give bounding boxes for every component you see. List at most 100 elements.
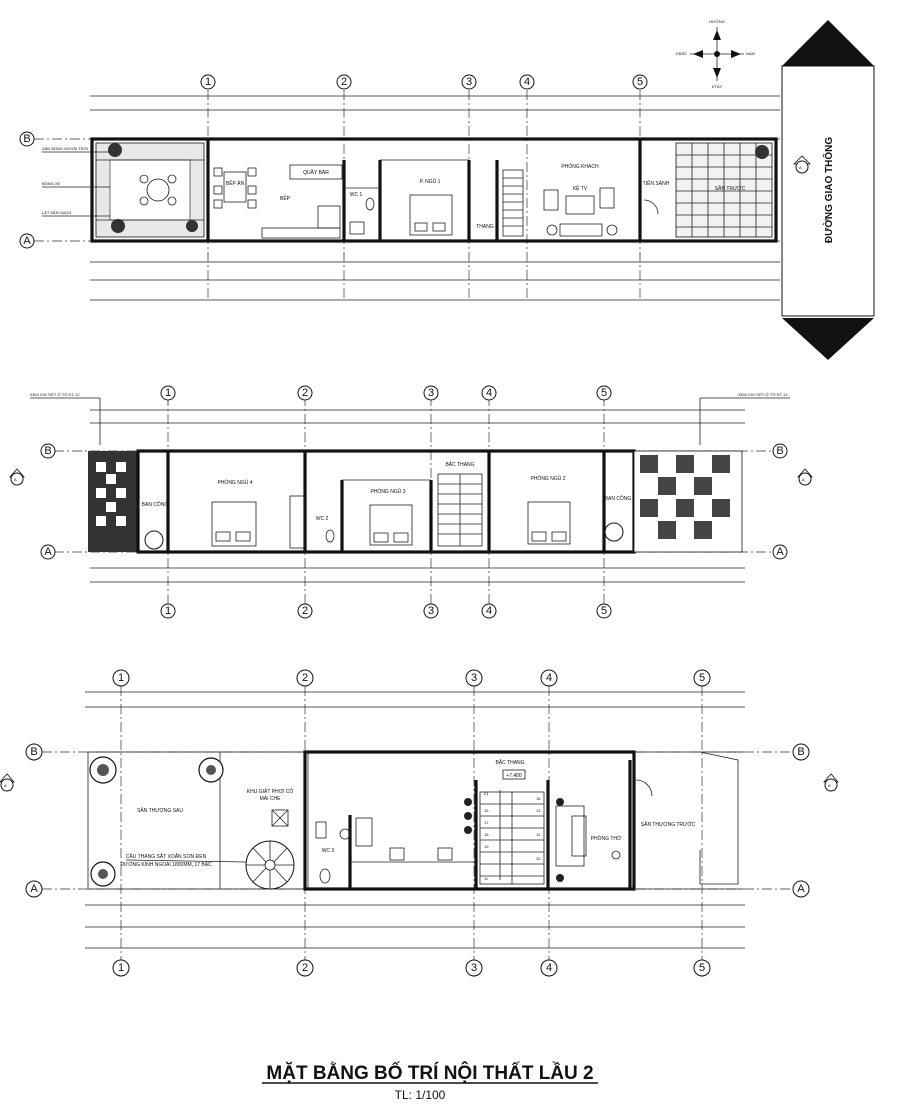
axis-label: 1 [118, 672, 124, 684]
compass-east: NAM [746, 51, 755, 56]
axis-label: 4 [546, 672, 552, 684]
spiral-staircase [245, 840, 295, 890]
axis-letter: A [776, 546, 784, 558]
section-marker: A [828, 783, 831, 788]
axis-label: 3 [471, 962, 477, 974]
step-number: 17 [484, 820, 489, 825]
detail-note: XEM CHI TIẾT Ở TỜ KT-13 [738, 392, 788, 397]
section-marker: A [802, 477, 805, 482]
level-mark: +7.400 [506, 773, 522, 779]
axis-label: 5 [601, 605, 607, 617]
balcony-tiles-right [633, 450, 743, 553]
step-number: 15 [484, 808, 489, 813]
axis-label: 3 [428, 605, 434, 617]
room-label: KỆ TV [573, 184, 588, 192]
room-label: BẬC THANG [495, 759, 524, 766]
room-label: WC 2 [316, 516, 329, 522]
step-number: 18 [484, 832, 489, 837]
axis-label: 4 [486, 605, 492, 617]
balcony-tiles-left [88, 451, 138, 552]
room-label: WC 1 [350, 192, 363, 198]
axis-label: 2 [302, 605, 308, 617]
axis-label: 2 [341, 76, 347, 88]
step-number: 13 [536, 808, 541, 813]
axis-letter: A [23, 235, 31, 247]
step-number: 21 [484, 791, 489, 796]
axis-letter: A [44, 546, 52, 558]
room-label: MÁI CHE [260, 795, 282, 802]
section-marker: A [799, 165, 802, 170]
section-marker: A [4, 783, 7, 788]
room-label: TIỀN SẢNH [643, 180, 670, 187]
axis-label: 5 [699, 962, 705, 974]
axis-letter: B [30, 746, 37, 758]
room-label: PHÒNG NGỦ 2 [530, 475, 565, 482]
room-label: BAN CÔNG [142, 501, 169, 508]
room-label: P. NGỦ 1 [420, 178, 441, 185]
axis-label: 4 [486, 387, 492, 399]
room-label: WC 3 [322, 848, 335, 854]
plan-first-floor: 1 2 3 4 5 1 2 3 4 5 B A B A A A XEM CHI … [9, 385, 813, 619]
axis-label: 2 [302, 672, 308, 684]
axis-label: 3 [428, 387, 434, 399]
front-yard-paving [675, 142, 773, 238]
axis-label: 3 [471, 672, 477, 684]
step-number: 10 [536, 856, 541, 861]
room-label: ĐƯỜNG KÍNH NGOÀI 1800MM, 17 BẬC [120, 861, 212, 868]
room-label: BẾP [280, 195, 291, 202]
detail-note: XEM CHI TIẾT Ở TỜ KT-12 [30, 392, 80, 397]
room-label: SÂN THƯỢNG TRƯỚC [641, 821, 696, 828]
step-number: 19 [484, 844, 489, 849]
room-label: CẦU THANG SẮT XOẮN SƠN ĐEN [126, 852, 207, 860]
room-label: SÂN THƯỢNG SAU [137, 807, 183, 814]
axis-letter: A [30, 883, 38, 895]
axis-letter: B [44, 445, 51, 457]
drawing-scale: TL: 1/100 [395, 1088, 446, 1102]
room-label: THANG [476, 224, 494, 230]
road-label: ĐƯỜNG GIAO THÔNG [822, 137, 835, 243]
axis-label: 1 [118, 962, 124, 974]
plan-second-floor: 1 2 3 4 5 1 2 3 4 5 B A B A A A [0, 669, 839, 977]
axis-label: 2 [302, 962, 308, 974]
room-label: BAN CÔNG [605, 495, 632, 502]
room-label: KHU GIẶT PHƠI CÓ [247, 788, 294, 795]
note-label: BỒNG XE [42, 181, 61, 186]
axis-label: 5 [637, 76, 643, 88]
section-marker: A [14, 477, 17, 482]
room-label: PHÒNG THỜ [591, 835, 622, 842]
compass-north: HƯỚNG [709, 19, 725, 24]
compass-south: KTÂY [712, 84, 723, 89]
room-label: SÂN TRƯỚC [715, 185, 746, 192]
axis-label: 3 [466, 76, 472, 88]
axis-letter: A [797, 883, 805, 895]
room-label: PHÒNG NGỦ 4 [217, 479, 252, 486]
note-label: LÁT SÂN GẠCH [42, 210, 71, 215]
road-block: ĐƯỜNG GIAO THÔNG [781, 20, 875, 360]
staircase [479, 790, 545, 885]
room-label: BẾP ĂN [226, 180, 245, 187]
axis-label: 5 [601, 387, 607, 399]
room-label: BẬC THANG [445, 461, 474, 468]
step-number: 16 [536, 796, 541, 801]
step-number: 12 [536, 832, 541, 837]
plan-ground-floor: 1 2 3 4 5 B A A [19, 74, 811, 301]
axis-label: 1 [205, 76, 211, 88]
axis-letter: B [797, 746, 804, 758]
compass-rose: HƯỚNG KBẮC NAM KTÂY [676, 19, 755, 89]
step-number: 11 [484, 876, 489, 881]
room-label: QUẦY BAR [303, 169, 329, 176]
room-label: PHÒNG KHÁCH [561, 163, 599, 170]
courtyard-paving [95, 142, 205, 238]
drawing-title: MẶT BẰNG BỐ TRÍ NỘI THẤT LẦU 2 [266, 1062, 593, 1084]
axis-label: 5 [699, 672, 705, 684]
axis-label: 1 [165, 605, 171, 617]
axis-label: 4 [546, 962, 552, 974]
note-label: SÂN BÓNG NGOÀI TRỜI [42, 146, 88, 151]
axis-letter: B [776, 445, 783, 457]
axis-label: 2 [302, 387, 308, 399]
axis-letter: B [23, 133, 30, 145]
compass-west: KBẮC [676, 51, 687, 56]
axis-label: 4 [524, 76, 530, 88]
room-label: PHÒNG NGỦ 3 [370, 488, 405, 495]
